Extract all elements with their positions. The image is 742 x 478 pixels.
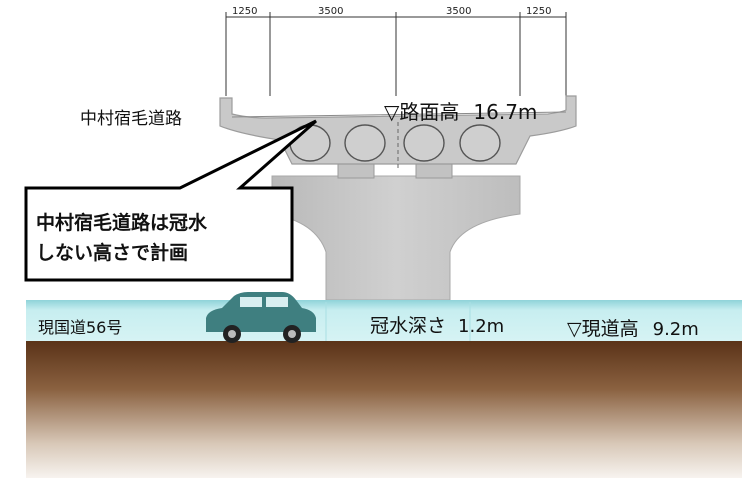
dimension-lines bbox=[225, 12, 567, 96]
callout-line-1: 中村宿毛道路は冠水 bbox=[36, 212, 208, 234]
current-road-label: 現国道56号 bbox=[38, 318, 123, 337]
road-surface-value: 16.7m bbox=[473, 100, 538, 124]
dim-label-3: 3500 bbox=[446, 6, 472, 17]
dim-label-2: 3500 bbox=[318, 6, 344, 17]
road-surface-level: ▽路面高 16.7m bbox=[384, 96, 537, 125]
flood-depth-label: 冠水深さ bbox=[370, 315, 447, 337]
flood-depth: 冠水深さ 1.2m bbox=[370, 311, 504, 338]
callout-bubble bbox=[24, 119, 317, 282]
current-road-level: ▽現道高 9.2m bbox=[567, 314, 699, 341]
flood-depth-value: 1.2m bbox=[458, 316, 505, 337]
car-icon bbox=[206, 292, 316, 343]
dim-label-4: 1250 bbox=[526, 6, 552, 17]
dim-label-1: 1250 bbox=[232, 6, 258, 17]
callout-text: 中村宿毛道路は冠水 しない高さで計画 bbox=[36, 208, 276, 268]
current-road-level-value: 9.2m bbox=[652, 319, 699, 340]
water-band bbox=[26, 300, 742, 341]
current-road-level-label: ▽現道高 bbox=[567, 318, 639, 340]
deck-surface-line bbox=[231, 111, 567, 118]
callout-line-2: しない高さで計画 bbox=[36, 242, 189, 264]
girder-voids bbox=[289, 124, 501, 162]
bridge-pier bbox=[271, 175, 521, 301]
ground bbox=[26, 341, 742, 478]
road-surface-label: ▽路面高 bbox=[384, 100, 460, 124]
road-name-label: 中村宿毛道路 bbox=[80, 109, 182, 129]
